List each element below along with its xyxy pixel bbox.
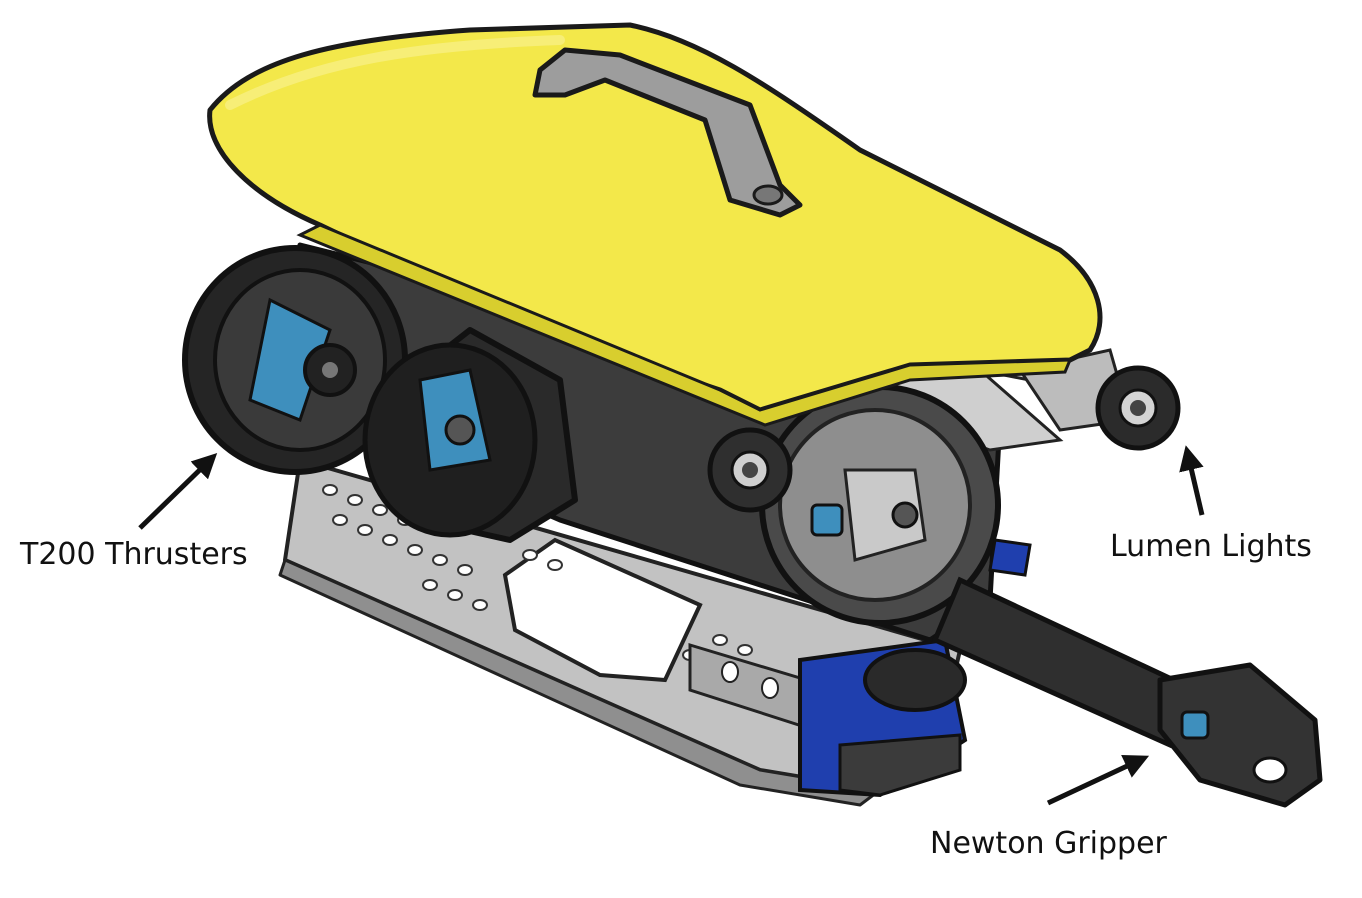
thruster-left <box>182 245 408 475</box>
thruster-right <box>362 327 578 543</box>
arrow-icon <box>138 453 218 530</box>
battery-canister <box>798 637 968 798</box>
yellow-enclosure <box>207 22 1103 427</box>
label-t200-thrusters: T200 Thrusters <box>20 537 248 572</box>
newton-gripper <box>931 538 1323 808</box>
label-newton-gripper: Newton Gripper <box>930 826 1167 861</box>
label-lumen-lights: Lumen Lights <box>1110 529 1312 564</box>
arrow-icon <box>1179 445 1205 516</box>
handle <box>532 47 803 218</box>
center-light <box>707 427 793 513</box>
arrow-icon <box>1046 755 1150 806</box>
